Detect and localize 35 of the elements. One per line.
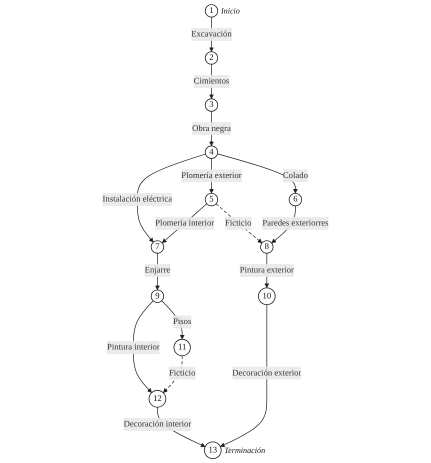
- edge-label: Ficticio: [168, 368, 196, 378]
- edge-label: Plomería exterior: [181, 170, 242, 180]
- edge-label: Decoración interior: [124, 420, 192, 429]
- arrow: [161, 300, 185, 340]
- edge-label: Enjarre: [144, 266, 170, 275]
- edge-label: Paredes exteriorres: [262, 218, 328, 228]
- node-circle: 6: [288, 192, 302, 206]
- edge-label: Plomería interior: [155, 218, 214, 228]
- edge-label: Decoración exterior: [232, 368, 302, 378]
- node-circle: 4: [204, 146, 218, 159]
- node-caption: Inicio: [220, 6, 240, 16]
- edge-label: Pisos: [173, 317, 192, 326]
- edge-label: Pintura exterior: [240, 266, 294, 275]
- node-caption: Terminación: [224, 446, 266, 455]
- edge-label: Ficticio: [225, 218, 252, 228]
- edge-label: Instalación eléctrica: [102, 194, 172, 204]
- edge-label: Cimientos: [194, 76, 230, 86]
- node-circle: 10: [258, 287, 276, 306]
- node-circle: 8: [260, 240, 274, 254]
- node-circle: 9: [150, 290, 164, 303]
- edge-label: Pintura interior: [107, 342, 160, 352]
- arrow: [216, 203, 262, 244]
- edge-label: Colado: [282, 170, 308, 180]
- edge-label: Obra negra: [192, 124, 231, 133]
- node-circle: 5: [204, 192, 218, 206]
- node-circle: 1: [204, 4, 218, 18]
- node-circle: 12: [148, 390, 166, 408]
- node-circle: 13: [204, 441, 222, 460]
- arrow: [136, 154, 206, 242]
- node-circle: 3: [204, 98, 218, 112]
- edge-label: Excavación: [191, 30, 232, 39]
- arrow: [220, 304, 268, 447]
- node-circle: 2: [204, 51, 218, 65]
- node-circle: 11: [174, 338, 191, 356]
- node-circle: 7: [150, 240, 164, 254]
